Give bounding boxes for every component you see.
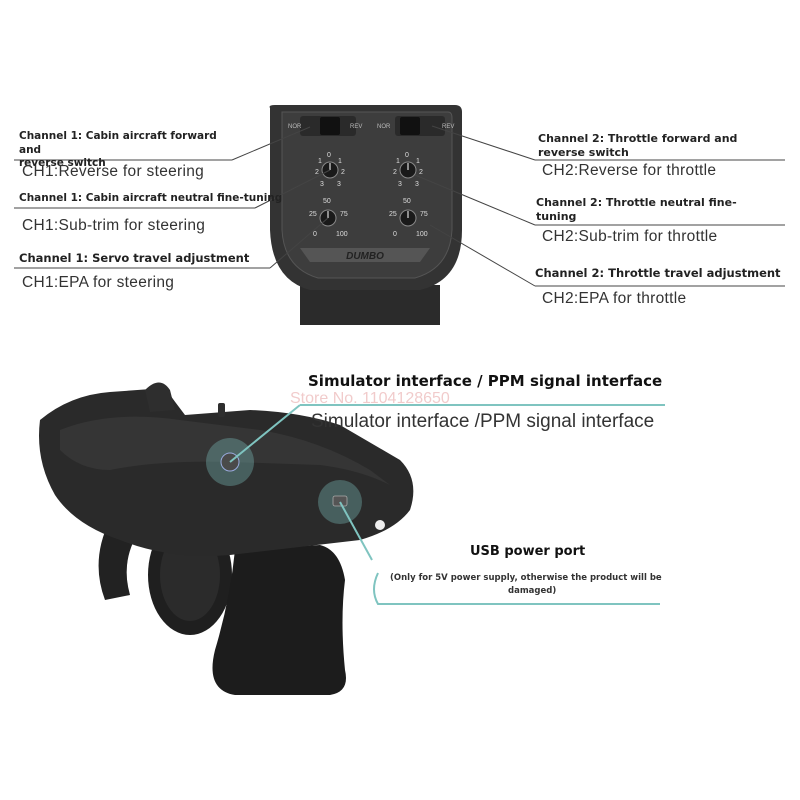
svg-text:3: 3 bbox=[320, 181, 324, 188]
callout-lines-left bbox=[14, 126, 331, 269]
svg-text:1: 1 bbox=[396, 158, 400, 165]
svg-text:75: 75 bbox=[420, 211, 428, 218]
svg-text:2: 2 bbox=[419, 169, 423, 176]
switch-rev-label: REV bbox=[350, 124, 362, 130]
transmitter-top-view: NOR REV NOR REV 0 1 1 2 2 3 3 0 1 1 2 2 … bbox=[14, 105, 785, 325]
ch1-switch-caption-en: CH1:Reverse for steering bbox=[22, 163, 205, 180]
lanyard-hole bbox=[375, 520, 385, 530]
ch1-reverse-switch[interactable]: NOR REV bbox=[288, 116, 362, 136]
simulator-interface-caption-cn: Simulator interface / PPM signal interfa… bbox=[308, 372, 663, 390]
svg-text:100: 100 bbox=[416, 231, 428, 238]
svg-text:NOR: NOR bbox=[377, 124, 391, 130]
svg-text:0: 0 bbox=[393, 231, 397, 238]
svg-text:1: 1 bbox=[338, 158, 342, 165]
pistol-grip bbox=[212, 545, 346, 695]
upper-dial-scale-labels: 0 1 1 2 2 3 3 0 1 1 2 2 3 3 bbox=[315, 152, 423, 188]
svg-text:3: 3 bbox=[415, 181, 419, 188]
svg-text:3: 3 bbox=[398, 181, 402, 188]
panel-face bbox=[281, 111, 453, 279]
grip-lower bbox=[300, 285, 440, 325]
ch1-epa-caption-en: CH1:EPA for steering bbox=[22, 274, 175, 291]
usb-power-port-note: (Only for 5V power supply, otherwise the… bbox=[390, 573, 662, 596]
lower-dial-scale-labels: 50 25 75 0 100 50 25 75 0 100 bbox=[309, 198, 428, 238]
ch2-subtrim-caption-cn: Channel 2: Throttle neutral fine- tuning bbox=[536, 196, 737, 224]
ch1-subtrim-caption-en: CH1:Sub-trim for steering bbox=[22, 217, 206, 234]
switch-nor-label: NOR bbox=[288, 124, 302, 130]
svg-text:50: 50 bbox=[403, 198, 411, 205]
svg-text:2: 2 bbox=[315, 169, 319, 176]
body-ridge bbox=[60, 416, 390, 485]
svg-text:75: 75 bbox=[340, 211, 348, 218]
svg-text:1: 1 bbox=[318, 158, 322, 165]
svg-text:2: 2 bbox=[393, 169, 397, 176]
svg-text:25: 25 bbox=[309, 211, 317, 218]
svg-text:50: 50 bbox=[323, 198, 331, 205]
store-watermark: Store No. 1104128650 bbox=[290, 390, 450, 407]
svg-text:DUMBO: DUMBO bbox=[346, 251, 384, 262]
ch2-epa-dial[interactable] bbox=[399, 209, 417, 227]
usb-power-port-title: USB power port bbox=[470, 544, 586, 559]
ch2-switch-caption-en: CH2:Reverse for throttle bbox=[542, 162, 717, 179]
ch2-subtrim-dial[interactable] bbox=[399, 161, 417, 179]
svg-text:1: 1 bbox=[416, 158, 420, 165]
ch2-switch-caption-cn: Channel 2: Throttle forward and reverse … bbox=[538, 132, 738, 160]
ch2-epa-caption-en: CH2:EPA for throttle bbox=[542, 290, 687, 307]
ch1-switch-caption-cn: Channel 1: Cabin aircraft forward and re… bbox=[19, 130, 217, 170]
svg-text:0: 0 bbox=[327, 152, 331, 159]
callout-lines-right bbox=[414, 125, 785, 287]
bottom-callout-lines bbox=[229, 404, 665, 605]
svg-text:25: 25 bbox=[389, 211, 397, 218]
ch2-epa-caption-cn: Channel 2: Throttle travel adjustment bbox=[535, 266, 781, 280]
ch2-reverse-switch[interactable]: NOR REV bbox=[377, 116, 454, 136]
svg-text:2: 2 bbox=[341, 169, 345, 176]
svg-text:100: 100 bbox=[336, 231, 348, 238]
svg-text:0: 0 bbox=[313, 231, 317, 238]
ch1-epa-caption-cn: Channel 1: Servo travel adjustment bbox=[19, 251, 250, 265]
brand-logo: DUMBO bbox=[300, 248, 430, 262]
svg-text:0: 0 bbox=[405, 152, 409, 159]
ch1-subtrim-caption-cn: Channel 1: Cabin aircraft neutral fine-t… bbox=[19, 192, 283, 204]
svg-text:REV: REV bbox=[442, 124, 454, 130]
top-fin bbox=[145, 382, 175, 412]
ch2-subtrim-caption-en: CH2:Sub-trim for throttle bbox=[542, 228, 718, 245]
simulator-interface-caption-en: Simulator interface /PPM signal interfac… bbox=[311, 411, 655, 432]
antenna-post bbox=[218, 403, 225, 417]
svg-text:3: 3 bbox=[337, 181, 341, 188]
transmitter-side-view bbox=[39, 382, 665, 695]
